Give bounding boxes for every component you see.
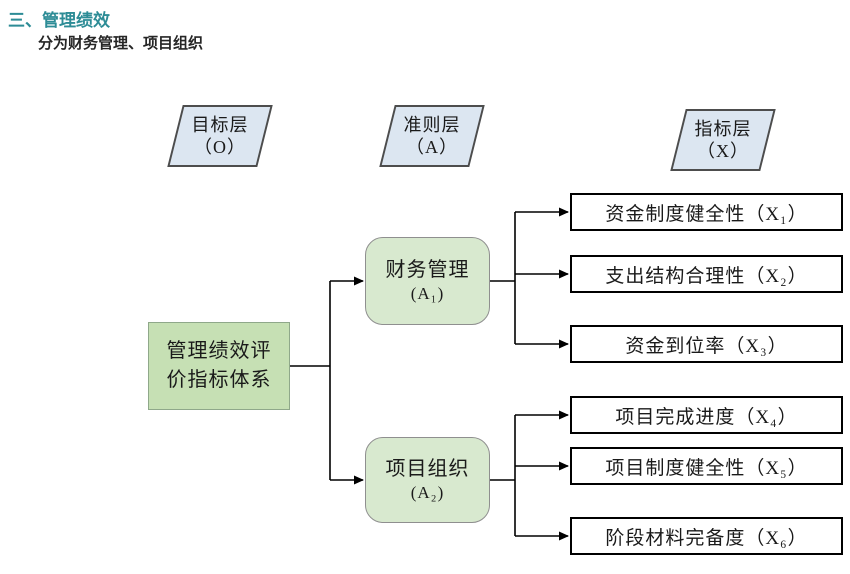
- criteria-label: 项目组织: [385, 457, 470, 480]
- indicator-label: 资金到位率（X₃）: [625, 335, 788, 357]
- criteria-code: (A₁): [410, 283, 445, 303]
- layer-label: 目标层: [191, 114, 249, 135]
- layer-header-criteria: 准则层 （A）: [379, 105, 485, 167]
- indicator-label: 阶段材料完备度（X₆）: [605, 527, 808, 549]
- indicator-node-x3: 资金到位率（X₃）: [570, 325, 843, 363]
- indicator-node-x1: 资金制度健全性（X₁）: [570, 193, 843, 231]
- layer-label: 准则层: [403, 114, 461, 135]
- page-subtitle: 分为财务管理、项目组织: [38, 35, 204, 52]
- page-title: 三、管理绩效: [8, 11, 110, 30]
- indicator-node-x2: 支出结构合理性（X₂）: [570, 255, 843, 293]
- layer-header-target: 目标层 （O）: [167, 105, 273, 167]
- criteria-node-project: 项目组织 (A₂): [365, 437, 490, 523]
- indicator-node-x6: 阶段材料完备度（X₆）: [570, 517, 843, 555]
- root-node-label: 管理绩效评价指标体系: [166, 340, 272, 391]
- indicator-label: 资金制度健全性（X₁）: [605, 203, 808, 225]
- layer-label: 指标层: [694, 118, 752, 139]
- indicator-label: 项目制度健全性（X₅）: [605, 457, 808, 479]
- layer-header-indicator: 指标层 （X）: [670, 109, 776, 171]
- layer-code: （A）: [406, 137, 458, 157]
- indicator-node-x4: 项目完成进度（X₄）: [570, 396, 843, 434]
- indicator-node-x5: 项目制度健全性（X₅）: [570, 447, 843, 485]
- layer-code: （X）: [697, 141, 749, 161]
- indicator-label: 支出结构合理性（X₂）: [605, 265, 808, 287]
- criteria-code: (A₂): [410, 482, 445, 502]
- layer-code: （O）: [194, 137, 246, 157]
- root-node: 管理绩效评价指标体系: [148, 322, 290, 410]
- indicator-label: 项目完成进度（X₄）: [615, 406, 798, 428]
- criteria-node-finance: 财务管理 (A₁): [365, 237, 490, 325]
- criteria-label: 财务管理: [385, 258, 470, 281]
